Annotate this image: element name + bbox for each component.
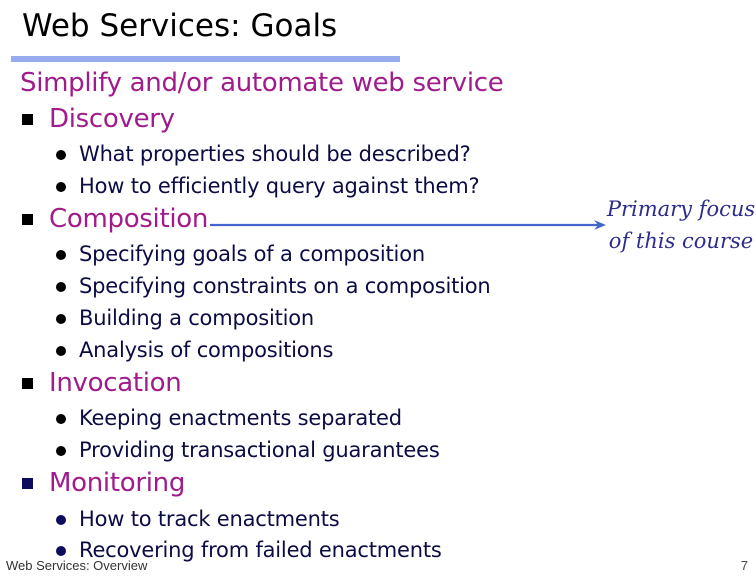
round-bullet-icon (56, 250, 66, 260)
page-number: 7 (740, 558, 748, 573)
list-item-text: What properties should be described? (79, 142, 471, 166)
square-bullet-icon (22, 477, 33, 489)
round-bullet-icon (56, 150, 66, 160)
list-item-text: Recovering from failed enactments (79, 538, 442, 562)
title-underline (11, 56, 400, 62)
square-bullet-icon (22, 377, 33, 389)
list-item-text: Specifying constraints on a composition (79, 274, 491, 298)
list-item: Providing transactional guarantees (56, 438, 440, 462)
round-bullet-icon (56, 346, 66, 356)
square-bullet-icon (22, 113, 33, 125)
round-bullet-icon (56, 515, 66, 525)
footer-title: Web Services: Overview (6, 558, 148, 573)
square-bullet-icon (22, 213, 33, 225)
list-item-text: Building a composition (79, 306, 315, 330)
list-item-text: Analysis of compositions (79, 338, 334, 362)
round-bullet-icon (56, 546, 66, 556)
list-item-text: Keeping enactments separated (79, 406, 402, 430)
section-composition: Composition (20, 204, 208, 234)
callout-line-2: of this course (608, 229, 754, 253)
list-item: How to track enactments (56, 507, 340, 531)
round-bullet-icon (56, 414, 66, 424)
list-item: How to efficiently query against them? (56, 174, 480, 198)
slide-title: Web Services: Goals (22, 8, 338, 44)
round-bullet-icon (56, 314, 66, 324)
callout-note: Primary focus of this course (606, 193, 756, 257)
list-item: Specifying goals of a composition (56, 242, 425, 266)
list-item-text: Specifying goals of a composition (79, 242, 425, 266)
list-item: What properties should be described? (56, 142, 471, 166)
slide-heading: Simplify and/or automate web service (20, 68, 504, 98)
list-item: Recovering from failed enactments (56, 538, 442, 562)
list-item: Keeping enactments separated (56, 406, 402, 430)
arrow-right-icon (210, 220, 606, 230)
section-label: Discovery (49, 104, 175, 134)
section-monitoring: Monitoring (20, 468, 185, 498)
section-discovery: Discovery (20, 104, 175, 134)
list-item-text: How to track enactments (79, 507, 340, 531)
round-bullet-icon (56, 182, 66, 192)
section-label: Composition (49, 204, 209, 234)
list-item-text: Providing transactional guarantees (79, 438, 440, 462)
section-label: Invocation (49, 368, 182, 398)
list-item: Specifying constraints on a composition (56, 274, 491, 298)
list-item: Building a composition (56, 306, 314, 330)
list-item-text: How to efficiently query against them? (79, 174, 480, 198)
callout-line-1: Primary focus (606, 197, 756, 221)
round-bullet-icon (56, 282, 66, 292)
section-invocation: Invocation (20, 368, 182, 398)
section-label: Monitoring (49, 468, 186, 498)
list-item: Analysis of compositions (56, 338, 333, 362)
round-bullet-icon (56, 446, 66, 456)
